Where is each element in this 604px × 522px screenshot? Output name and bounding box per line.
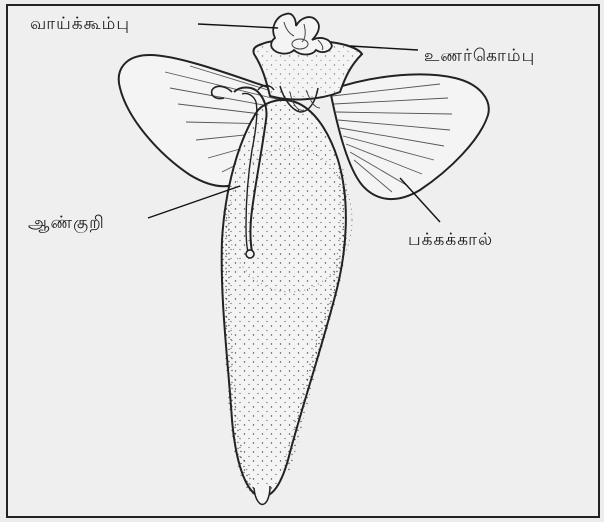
body [222, 100, 352, 504]
mouth-cone [271, 14, 332, 55]
label-penis: ஆண்குறி [28, 213, 105, 235]
label-mouth-cone: வாய்க்கூம்பு [30, 14, 130, 36]
leader-tentacle [350, 46, 418, 50]
right-parapodium [330, 74, 489, 199]
leader-mouth-cone [198, 24, 278, 28]
label-tentacle: உணர்கொம்பு [424, 46, 535, 68]
label-parapodium: பக்கக்கால் [408, 230, 493, 252]
